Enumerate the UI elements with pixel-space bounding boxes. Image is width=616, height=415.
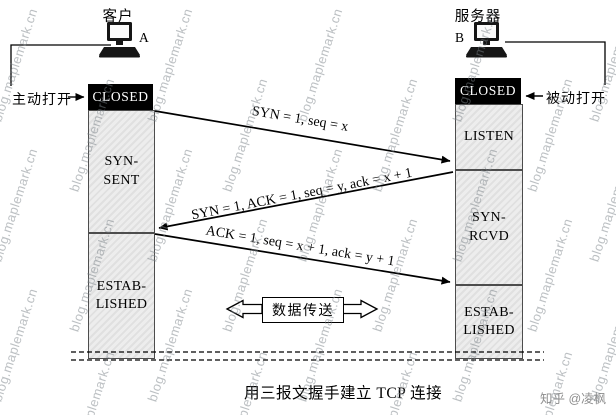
diagram-caption: 用三报文握手建立 TCP 连接 — [244, 385, 443, 402]
client-role-label: 客户 — [102, 9, 134, 25]
data-transfer-left-arrow — [225, 299, 263, 319]
server-state-established: ESTAB- LISHED — [455, 285, 523, 359]
watermark-stamp: blog.maplemark.cn — [369, 216, 421, 334]
ack-message-label: ACK = 1, seq = x + 1, ack = y + 1 — [204, 223, 396, 270]
watermark-stamp: blog.maplemark.cn — [0, 146, 41, 264]
server-host-label: B — [455, 30, 465, 45]
watermark-stamp: blog.maplemark.cn — [294, 6, 346, 124]
watermark-stamp: blog.maplemark.cn — [586, 146, 616, 264]
client-state-established: ESTAB- LISHED — [88, 233, 155, 359]
client-computer-icon — [99, 22, 140, 58]
credit-watermark: 知乎 @凌枫 — [540, 392, 607, 406]
syn-message-label: SYN = 1, seq = x — [250, 103, 350, 136]
client-state-syn-sent: SYN- SENT — [88, 110, 155, 233]
client-state-closed: CLOSED — [88, 84, 153, 110]
active-open-label: 主动打开 — [12, 93, 72, 108]
client-host-label: A — [139, 30, 149, 45]
passive-open-label: 被动打开 — [546, 92, 606, 107]
server-state-listen: LISTEN — [455, 104, 523, 170]
server-state-closed: CLOSED — [455, 78, 521, 104]
watermark-stamp: blog.maplemark.cn — [66, 349, 118, 415]
data-transfer-right-arrow — [341, 299, 379, 319]
server-computer-icon — [466, 22, 507, 58]
watermark-stamp: blog.maplemark.cn — [586, 286, 616, 404]
watermark-stamp: blog.maplemark.cn — [524, 216, 576, 334]
syn-ack-message-label: SYN = 1, ACK = 1, seq = y, ack = x + 1 — [190, 165, 414, 224]
server-role-label: 服务器 — [454, 9, 502, 25]
data-transfer-box: 数据传送 — [262, 297, 344, 323]
watermark-stamp: blog.maplemark.cn — [219, 76, 271, 194]
watermark-stamp: blog.maplemark.cn — [0, 286, 41, 404]
server-state-syn-rcvd: SYN- RCVD — [455, 170, 523, 285]
